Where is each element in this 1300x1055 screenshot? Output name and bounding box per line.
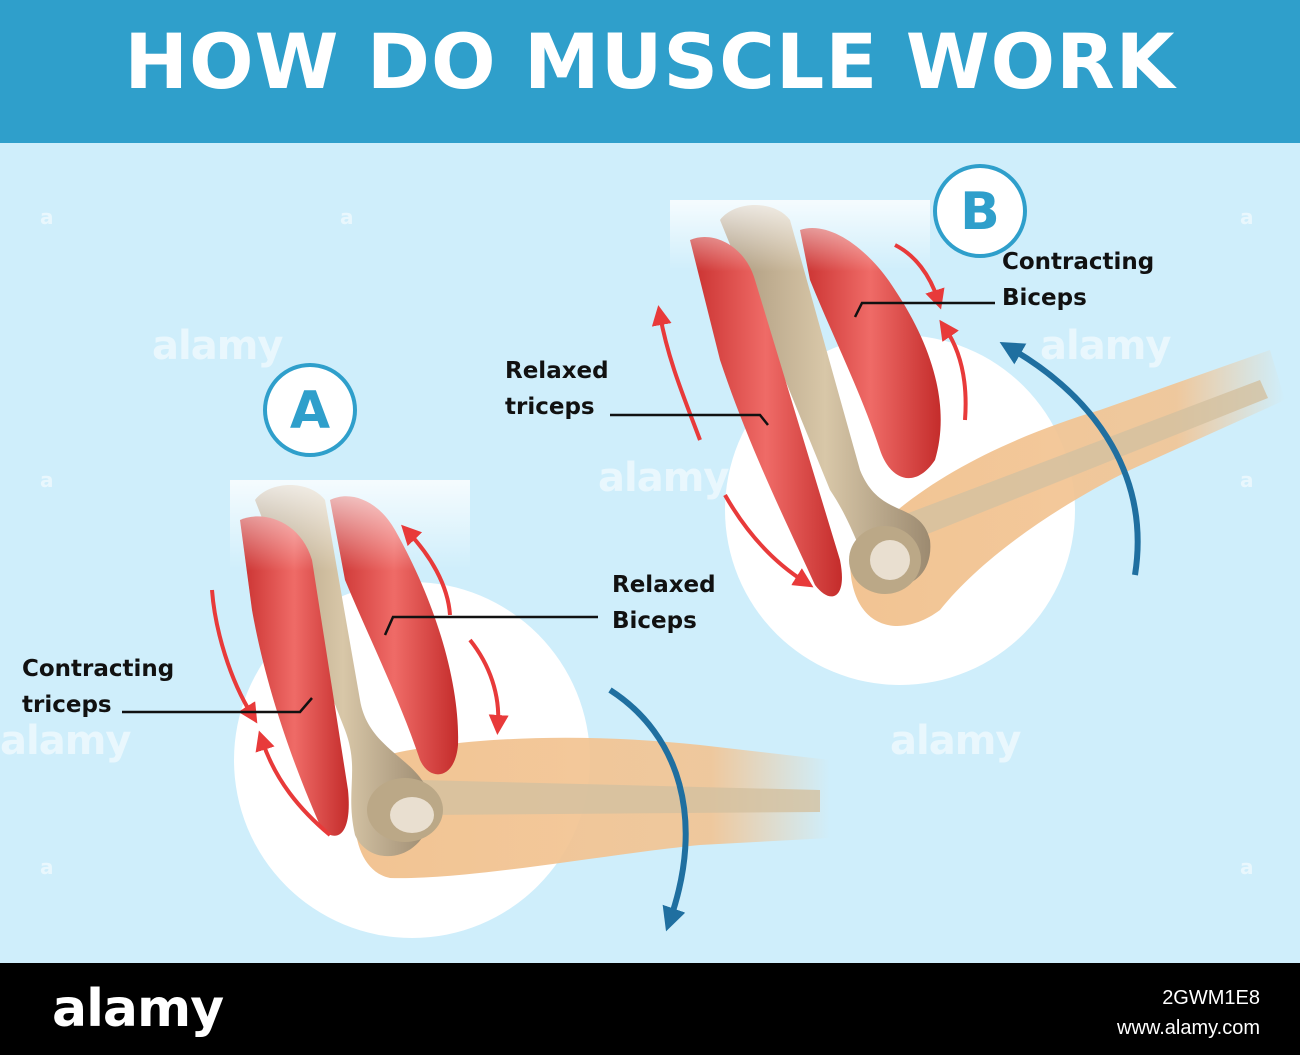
- panel-b-fade: [670, 200, 930, 310]
- label-contracting-biceps: Contracting Biceps: [1002, 244, 1154, 316]
- diagram-area: A: [0, 143, 1300, 963]
- panel-b-cartilage: [870, 540, 910, 580]
- footer-meta: 2GWM1E8 www.alamy.com: [1117, 983, 1260, 1043]
- watermark-5: alamy: [890, 718, 1020, 764]
- page-title: HOW DO MUSCLE WORK: [0, 24, 1300, 100]
- watermark-a-3: a: [1240, 205, 1254, 229]
- label-contracting-biceps-line2: Biceps: [1002, 280, 1154, 316]
- footer-image-id: 2GWM1E8: [1117, 983, 1260, 1013]
- watermark-2: alamy: [598, 455, 728, 501]
- badge-a-letter: A: [290, 381, 330, 441]
- watermark-4: alamy: [0, 718, 130, 764]
- watermark-a-2: a: [340, 205, 354, 229]
- label-relaxed-triceps-line2: triceps: [505, 389, 609, 425]
- label-contracting-triceps: Contracting triceps: [22, 651, 174, 723]
- watermark-a-1: a: [40, 205, 54, 229]
- badge-b-letter: B: [960, 182, 1000, 242]
- footer-url: www.alamy.com: [1117, 1013, 1260, 1043]
- watermark-a-6: a: [40, 855, 54, 879]
- panel-a-cartilage: [390, 797, 434, 833]
- label-relaxed-biceps: Relaxed Biceps: [612, 567, 716, 639]
- watermark-a-5: a: [1240, 468, 1254, 492]
- label-contracting-triceps-line1: Contracting: [22, 651, 174, 687]
- label-contracting-biceps-line1: Contracting: [1002, 244, 1154, 280]
- label-relaxed-biceps-line1: Relaxed: [612, 567, 716, 603]
- label-relaxed-triceps-line1: Relaxed: [505, 353, 609, 389]
- panel-b-arrow-triceps-up: [660, 315, 700, 440]
- label-relaxed-triceps: Relaxed triceps: [505, 353, 609, 425]
- footer-logo: alamy: [52, 979, 223, 1039]
- title-banner: HOW DO MUSCLE WORK: [0, 0, 1300, 143]
- label-relaxed-biceps-line2: Biceps: [612, 603, 716, 639]
- watermark-a-7: a: [1240, 855, 1254, 879]
- panel-a-illustration: A: [122, 365, 830, 938]
- panel-a-fade: [230, 480, 470, 620]
- watermark-1: alamy: [152, 323, 282, 369]
- watermark-a-4: a: [40, 468, 54, 492]
- watermark-3: alamy: [1040, 323, 1170, 369]
- footer-bar: alamy 2GWM1E8 www.alamy.com: [0, 963, 1300, 1055]
